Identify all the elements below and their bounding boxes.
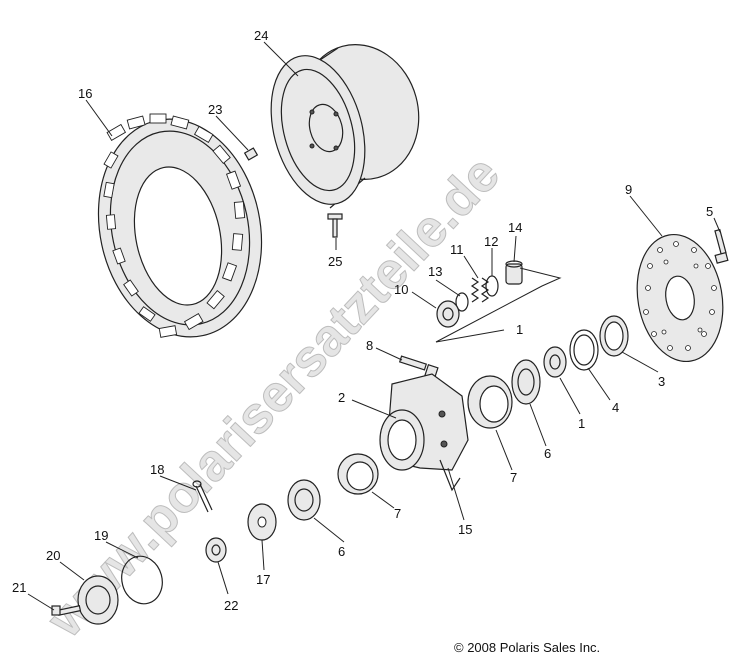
callout-5: 5	[706, 204, 713, 219]
callout-21: 21	[12, 580, 26, 595]
ring-part-3	[599, 315, 629, 357]
callout-13: 13	[428, 264, 442, 279]
callout-4: 4	[612, 400, 619, 415]
callout-24: 24	[254, 28, 268, 43]
valve-stem-part-23	[243, 147, 259, 161]
bolt-part-5	[714, 228, 729, 264]
washer-part-13	[455, 292, 469, 312]
callout-7a: 7	[510, 470, 517, 485]
kit-bracket-1	[435, 267, 562, 343]
leader-lines	[27, 41, 721, 611]
callout-6b: 6	[338, 544, 345, 559]
callout-10: 10	[394, 282, 408, 297]
race-part-7a	[467, 375, 513, 429]
rim-part-24	[270, 44, 420, 209]
bearing-part-6a	[511, 359, 541, 405]
nut-part-1b	[543, 346, 567, 378]
callout-14: 14	[508, 220, 522, 235]
callout-1a: 1	[516, 322, 523, 337]
bolt-part-21	[51, 605, 82, 616]
callout-2: 2	[338, 390, 345, 405]
race-part-7b	[337, 453, 379, 495]
callout-7b: 7	[394, 506, 401, 521]
bearing-part-6b	[287, 479, 321, 521]
tire-part-16	[97, 113, 263, 338]
hub-part-2	[379, 373, 469, 492]
washer-part-17	[247, 503, 277, 541]
callout-19: 19	[94, 528, 108, 543]
spring-part-11	[470, 277, 490, 303]
callout-16: 16	[78, 86, 92, 101]
cotter-pin-part-18	[192, 480, 213, 513]
callout-6a: 6	[544, 446, 551, 461]
cap-part-14	[505, 260, 523, 285]
callout-22: 22	[224, 598, 238, 613]
callout-9: 9	[625, 182, 632, 197]
copyright-notice: © 2008 Polaris Sales Inc.	[454, 640, 600, 655]
callout-1b: 1	[578, 416, 585, 431]
callout-3: 3	[658, 374, 665, 389]
ring-part-12	[485, 275, 499, 297]
brake-disc-part-9	[636, 233, 724, 363]
callout-11: 11	[450, 242, 464, 257]
callout-15: 15	[458, 522, 472, 537]
callout-8: 8	[366, 338, 373, 353]
callout-12: 12	[484, 234, 498, 249]
bolt-part-25	[327, 213, 343, 238]
callout-23: 23	[208, 102, 222, 117]
castle-nut-part-22	[205, 537, 227, 563]
nut-part-10	[436, 300, 460, 328]
callout-17: 17	[256, 572, 270, 587]
callout-labels: 16 23 24 25 9 5 14 12 11 13 10 1 8 2 3 4…	[12, 28, 713, 613]
callout-18: 18	[150, 462, 164, 477]
callout-25: 25	[328, 254, 342, 269]
callout-20: 20	[46, 548, 60, 563]
seal-part-4	[569, 329, 599, 371]
cap-part-20	[77, 575, 119, 625]
